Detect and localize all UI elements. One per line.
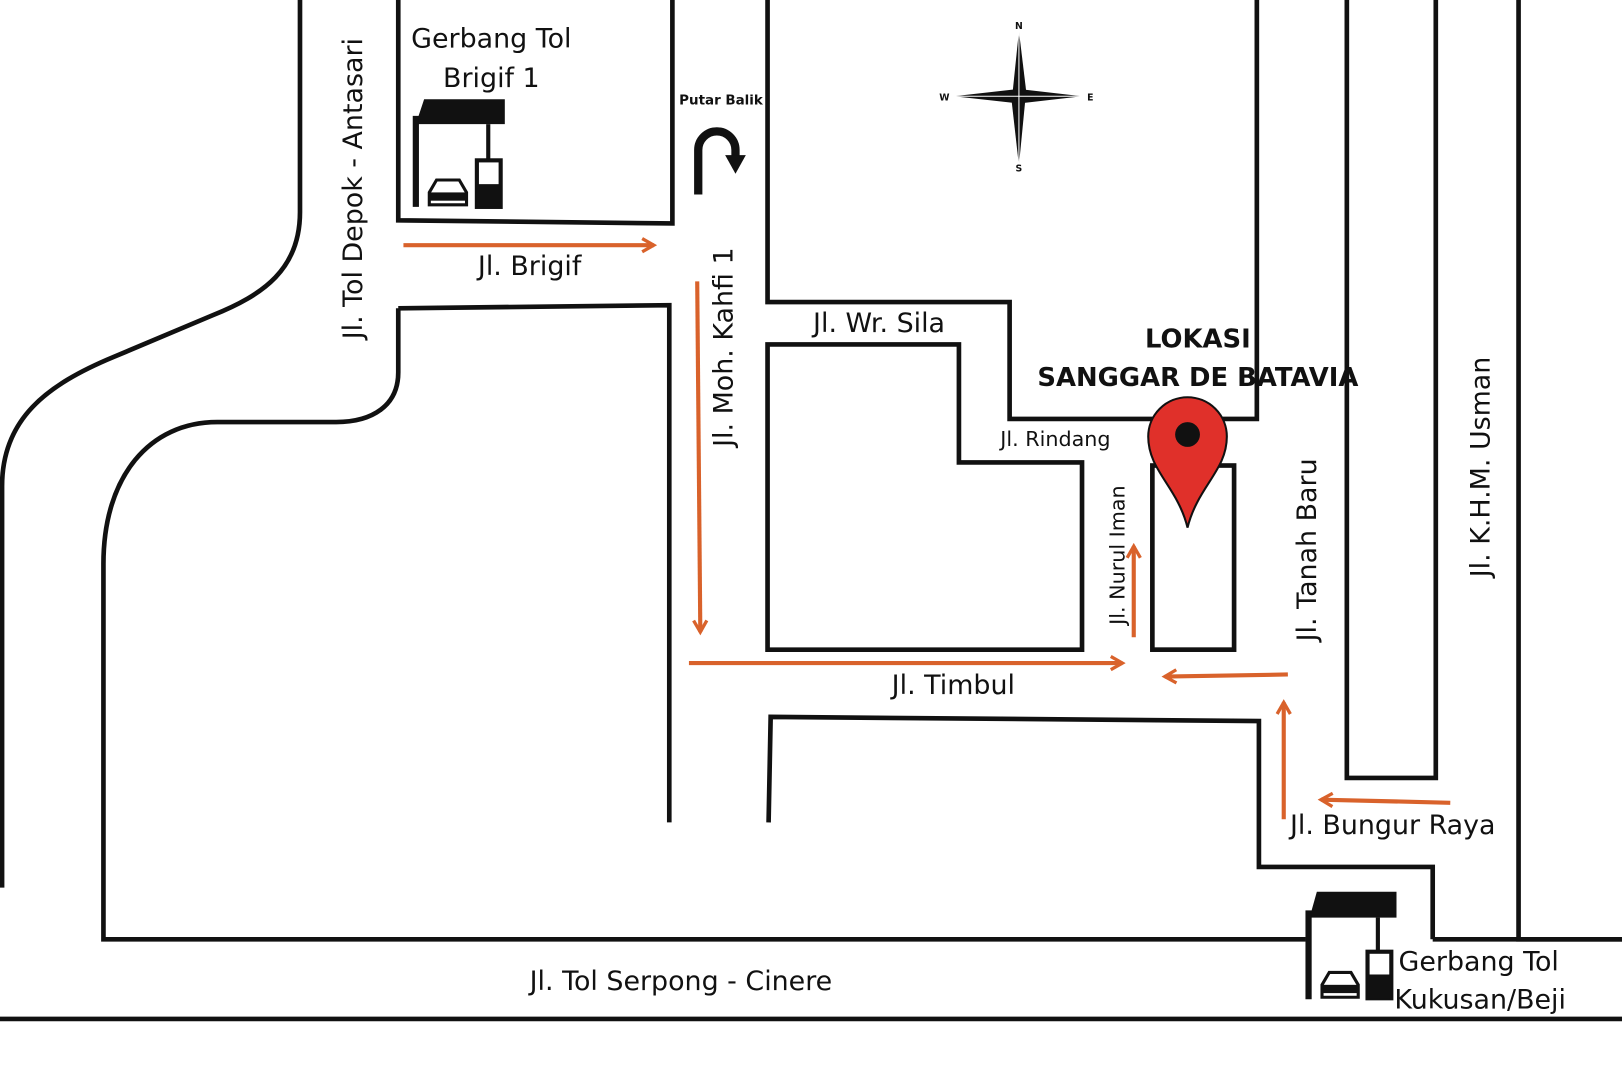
toll-brigif-label-1: Gerbang Tol: [411, 24, 571, 55]
u-turn-icon: [694, 127, 746, 195]
car-icon: [427, 178, 469, 207]
toll-gate-brigif-icon: [412, 99, 505, 209]
toll-brigif-label-2: Brigif 1: [443, 63, 540, 94]
labels: Gerbang Tol Brigif 1 Putar Balik Jl. Tol…: [338, 24, 1566, 1016]
toll-kukusan-label-2: Kukusan/Beji: [1394, 985, 1566, 1016]
street-bungur: Jl. Bungur Raya: [1288, 810, 1496, 841]
location-title-2: SANGGAR DE BATAVIA: [1037, 363, 1358, 393]
location-pin-icon: [1147, 396, 1228, 528]
street-tanah-baru: Jl. Tanah Baru: [1292, 458, 1323, 643]
street-tol-depok: Jl. Tol Depok - Antasari: [338, 38, 369, 341]
street-khm-usman: Jl. K.H.M. Usman: [1466, 357, 1497, 580]
toll-gate-kukusan-icon: [1305, 891, 1397, 1001]
car-icon: [1320, 970, 1360, 999]
street-tol-serpong: Jl. Tol Serpong - Cinere: [528, 966, 833, 997]
street-nurul-iman: Jl. Nurul Iman: [1105, 485, 1129, 626]
compass-e: E: [1087, 92, 1093, 103]
street-timbul: Jl. Timbul: [890, 670, 1015, 701]
street-brigif: Jl. Brigif: [476, 251, 582, 282]
location-title-1: LOKASI: [1145, 325, 1251, 355]
roads: [0, 0, 1622, 1022]
compass-s: S: [1016, 164, 1023, 175]
street-kahfi: Jl. Moh. Kahfi 1: [708, 247, 739, 448]
compass-n: N: [1015, 21, 1023, 32]
street-wr-sila: Jl. Wr. Sila: [811, 308, 945, 339]
route-arrows: [403, 237, 1451, 820]
u-turn-label: Putar Balik: [679, 93, 764, 108]
compass-w: W: [939, 92, 949, 103]
street-rindang: Jl. Rindang: [998, 427, 1110, 451]
compass-icon: N S E W: [939, 21, 1093, 175]
toll-kukusan-label-1: Gerbang Tol: [1399, 946, 1559, 977]
